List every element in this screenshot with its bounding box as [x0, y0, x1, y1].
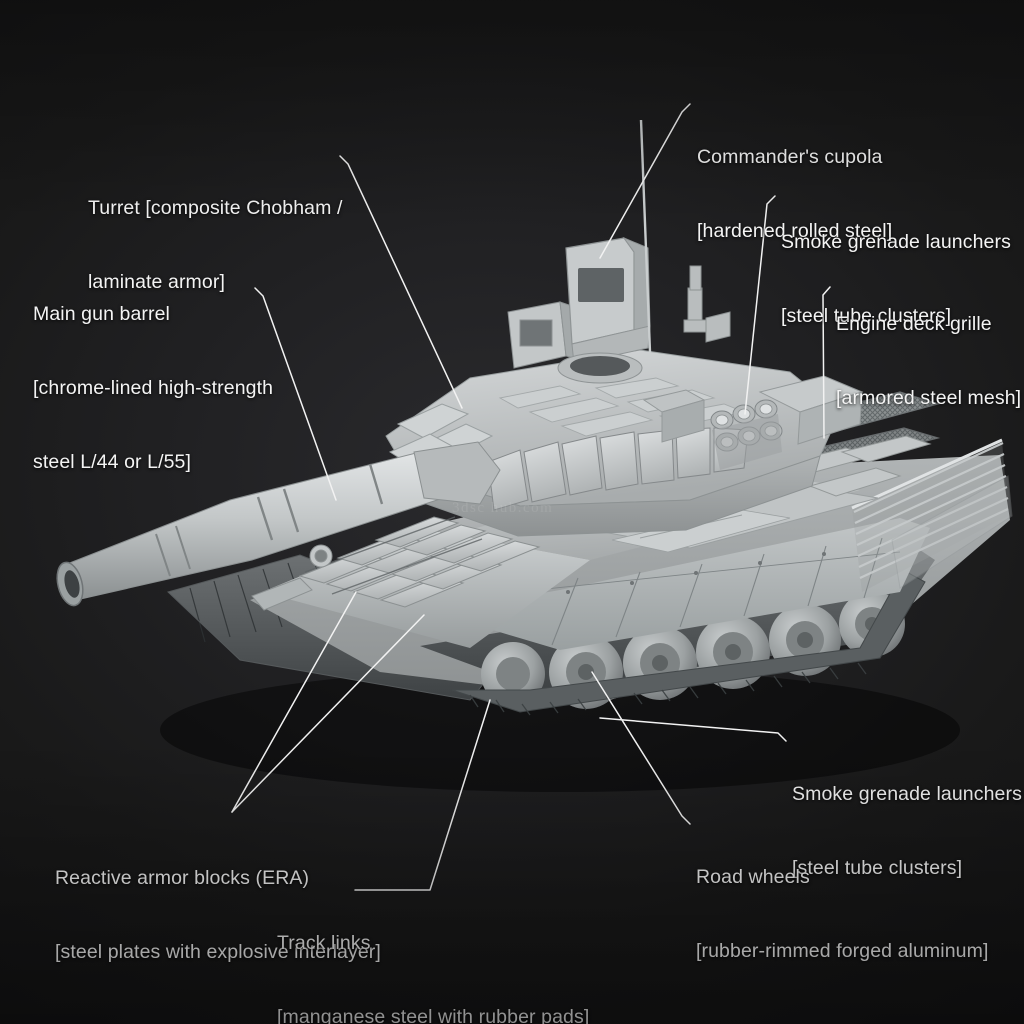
- annotation-title: Main gun barrel: [33, 302, 170, 325]
- annotation-title: Turret [composite Chobham /: [88, 196, 343, 219]
- annotation-main-gun-barrel: Main gun barrel [chrome-lined high-stren…: [33, 252, 273, 524]
- annotation-reactive-armor-blocks: Reactive armor blocks (ERA) [steel plate…: [55, 816, 381, 1014]
- annotation-material: [armored steel mesh]: [836, 386, 1022, 409]
- commanders-cupola: [557, 236, 651, 384]
- slat-armor-rear: [851, 438, 1009, 592]
- annotation-title: Track links: [277, 931, 371, 954]
- annotation-track-links: Track links [manganese steel with rubber…: [277, 881, 589, 1024]
- annotation-material: [manganese steel with rubber pads]: [277, 1005, 590, 1024]
- annotation-road-wheels: Road wheels [rubber-rimmed forged alumin…: [696, 815, 988, 1013]
- annotation-material: [rubber-rimmed forged aluminum]: [696, 939, 989, 962]
- annotation-title: Smoke grenade launchers: [781, 230, 1011, 253]
- annotation-smoke-grenade-launchers-top: Smoke grenade launchers [steel tube clus…: [781, 180, 1011, 378]
- annotation-engine-deck-grille: Engine deck grille [armored steel mesh]: [836, 262, 1021, 460]
- annotation-title: Commander's cupola: [697, 145, 883, 168]
- annotation-material: [steel plates with explosive interlayer]: [55, 940, 381, 963]
- annotation-title: Engine deck grille: [836, 312, 992, 335]
- watermark: 3dsc hub.com: [452, 500, 554, 516]
- main-gun-barrel: [56, 441, 501, 607]
- annotation-smoke-grenade-launchers-side: Smoke grenade launchers [steel tube clus…: [792, 732, 1022, 930]
- annotation-title: Reactive armor blocks (ERA): [55, 866, 310, 889]
- sensor-mast: [683, 265, 731, 343]
- era-blocks-glacis: [298, 516, 541, 608]
- annotation-material: [steel tube clusters]: [792, 856, 963, 879]
- annotation-turret: Turret [composite Chobham / laminate arm…: [88, 146, 343, 344]
- annotation-material: [steel tube clusters]: [781, 304, 952, 327]
- annotation-title: Smoke grenade launchers: [792, 782, 1022, 805]
- annotation-material: laminate armor]: [88, 270, 225, 293]
- annotation-material-2: steel L/44 or L/55]: [33, 451, 192, 473]
- hull-rear-panel: [891, 475, 1013, 589]
- annotation-material: [chrome-lined high-strength: [33, 376, 274, 399]
- annotation-material: [hardened rolled steel]: [697, 219, 893, 242]
- annotation-commanders-cupola: Commander's cupola [hardened rolled stee…: [697, 95, 892, 293]
- annotation-title: Road wheels: [696, 865, 810, 888]
